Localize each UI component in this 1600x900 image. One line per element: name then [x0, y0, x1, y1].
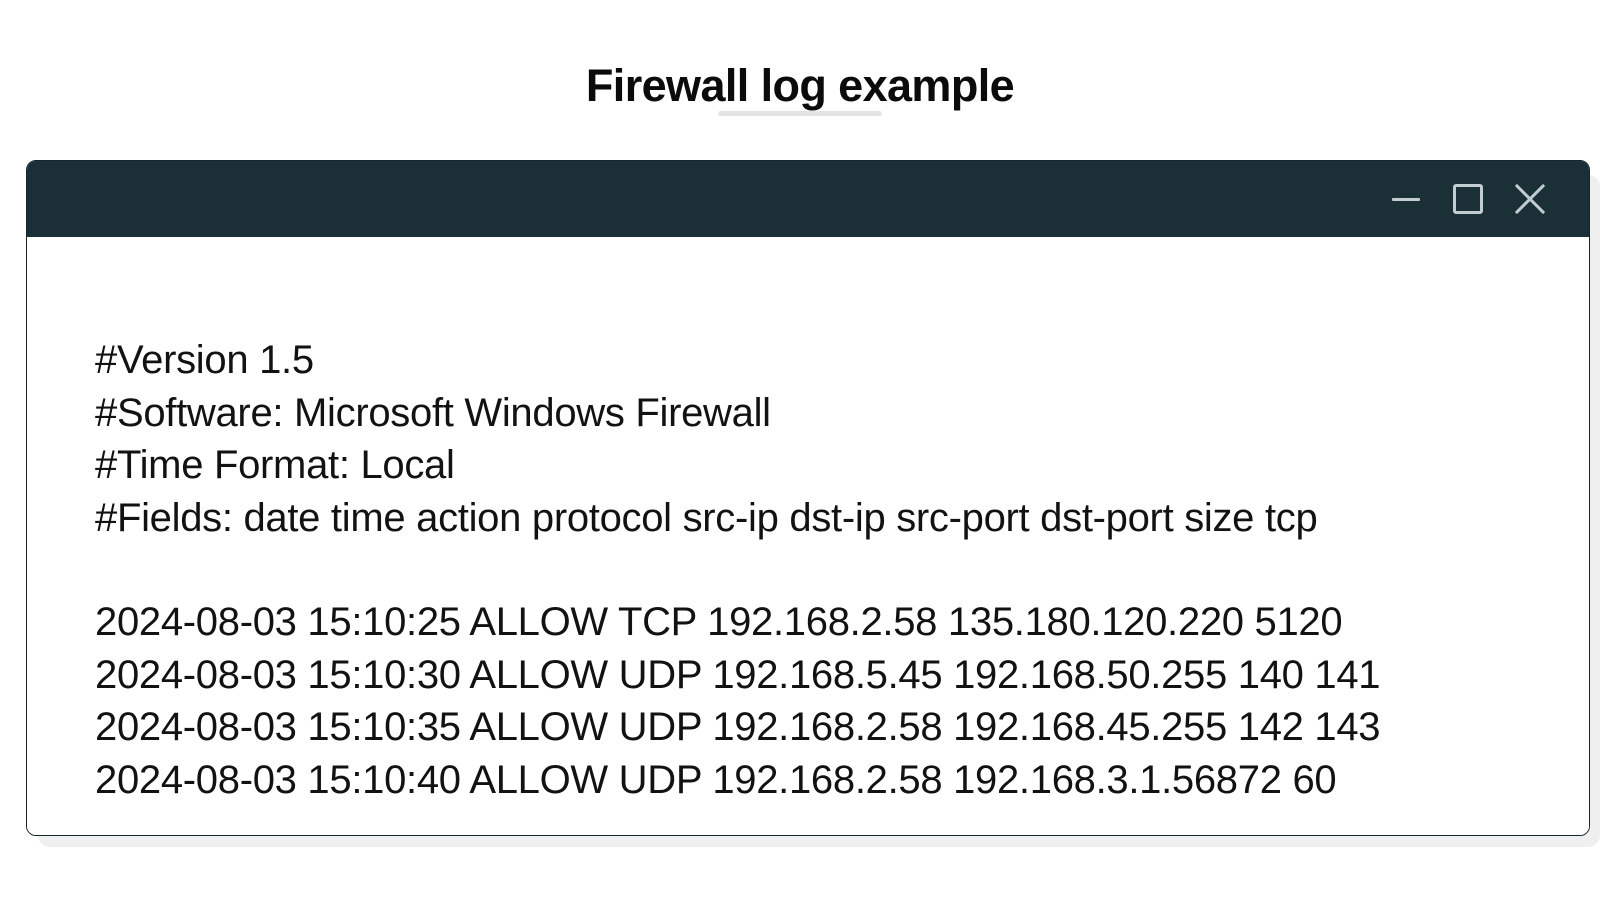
- log-blank-line: [95, 544, 1589, 596]
- log-header-line: #Version 1.5: [95, 338, 314, 382]
- maximize-button[interactable]: [1437, 168, 1499, 230]
- log-window: #Version 1.5 #Software: Microsoft Window…: [26, 160, 1590, 836]
- minimize-icon: [1392, 197, 1420, 201]
- title-divider: [718, 111, 882, 116]
- log-header-line: #Time Format: Local: [95, 443, 455, 487]
- log-content: #Version 1.5 #Software: Microsoft Window…: [27, 237, 1589, 835]
- minimize-button[interactable]: [1375, 168, 1437, 230]
- log-entry-row: 2024-08-03 15:10:25 ALLOW TCP 192.168.2.…: [95, 600, 1343, 644]
- close-button[interactable]: [1499, 168, 1561, 230]
- log-entry-row: 2024-08-03 15:10:40 ALLOW UDP 192.168.2.…: [95, 757, 1337, 802]
- close-icon: [1513, 182, 1547, 216]
- log-header-line: #Fields: date time action protocol src-i…: [95, 495, 1318, 540]
- window-titlebar[interactable]: [27, 161, 1589, 237]
- log-entry-row: 2024-08-03 15:10:30 ALLOW UDP 192.168.5.…: [95, 652, 1381, 697]
- log-header-line: #Software: Microsoft Windows Firewall: [95, 390, 771, 435]
- page-title: Firewall log example: [585, 60, 1015, 112]
- maximize-icon: [1453, 184, 1483, 214]
- log-entry-row: 2024-08-03 15:10:35 ALLOW UDP 192.168.2.…: [95, 705, 1381, 749]
